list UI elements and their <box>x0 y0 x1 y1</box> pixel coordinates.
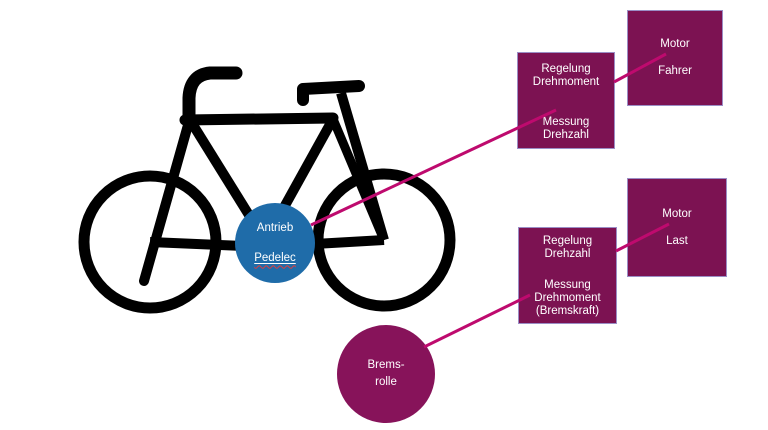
handlebar-icon <box>297 80 365 106</box>
node-regelung-drehzahl: Regelung Drehzahl Messung Drehmoment (Br… <box>518 227 617 324</box>
node-regelung-drehmoment: Regelung Drehmoment Messung Drehzahl <box>517 52 615 149</box>
node-antrieb-pedelec: Antrieb Pedelec <box>235 203 315 283</box>
pedelec-label: Pedelec <box>254 251 296 264</box>
drive-control-regelung: Regelung Drehmoment <box>532 63 600 88</box>
motor-last-line2: Last <box>666 234 688 247</box>
motor-last-line1: Motor <box>662 207 692 220</box>
top-tube-icon <box>179 112 339 126</box>
antrieb-label: Antrieb <box>256 221 294 234</box>
bremsrolle-label-line1: Brems- <box>367 359 405 371</box>
motor-fahrer-line1: Motor <box>660 38 690 50</box>
saddle-icon <box>182 66 243 125</box>
node-motor-fahrer: Motor Fahrer <box>627 10 723 106</box>
seat-stay-icon <box>139 113 195 286</box>
bremsrolle-label-line2: rolle <box>375 376 397 388</box>
motor-fahrer-line2: Fahrer <box>658 65 692 77</box>
node-bremsrolle: Brems- rolle <box>337 325 435 423</box>
brake-control-messung: Messung Drehmoment (Bremskraft) <box>534 279 601 317</box>
brake-control-regelung: Regelung Drehzahl <box>542 235 593 260</box>
drive-control-messung: Messung Drehzahl <box>542 116 590 141</box>
node-motor-last: Motor Last <box>627 178 727 277</box>
